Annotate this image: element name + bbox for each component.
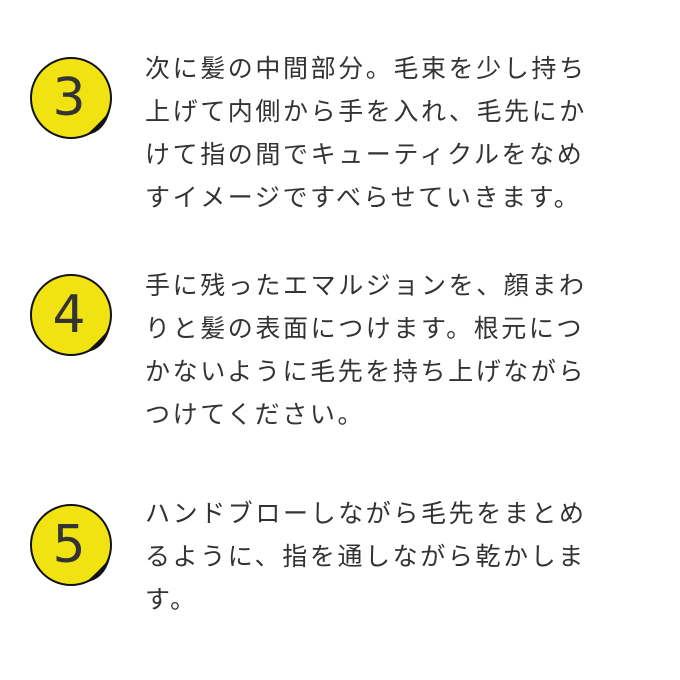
step-description: ハンドブローしながら毛先をまとめ るように、指を通しながら乾かしま す。 xyxy=(145,492,665,621)
text-line: ハンドブローしながら毛先をまとめ xyxy=(145,499,587,528)
text-line: 次に髪の中間部分。毛束を少し持ち xyxy=(145,54,587,83)
text-line: るように、指を通しながら乾かしま xyxy=(145,542,586,571)
text-line: 手に残ったエマルジョンを、顔まわ xyxy=(145,271,587,300)
step-description: 手に残ったエマルジョンを、顔まわ りと髪の表面につけます。根元につ かないように… xyxy=(145,264,665,436)
text-line: つけてください。 xyxy=(145,400,366,429)
step-number-badge: 3 xyxy=(28,55,114,141)
text-line: すイメージですべらせていきます。 xyxy=(145,183,582,212)
step-number: 5 xyxy=(52,515,85,575)
step-number-badge: 4 xyxy=(28,272,114,358)
text-line: りと髪の表面につけます。根元につ xyxy=(145,314,585,343)
text-line: けて指の間でキューティクルをなめ xyxy=(145,140,585,169)
text-line: 上げて内側から手を入れ、毛先にか xyxy=(145,97,587,126)
text-line: かないように毛先を持ち上げながら xyxy=(145,357,587,386)
step-number-badge: 5 xyxy=(28,502,114,588)
step-description: 次に髪の中間部分。毛束を少し持ち 上げて内側から手を入れ、毛先にか けて指の間で… xyxy=(145,47,665,219)
text-line: す。 xyxy=(145,585,198,614)
step-number: 3 xyxy=(52,68,85,128)
step-number: 4 xyxy=(52,285,85,345)
